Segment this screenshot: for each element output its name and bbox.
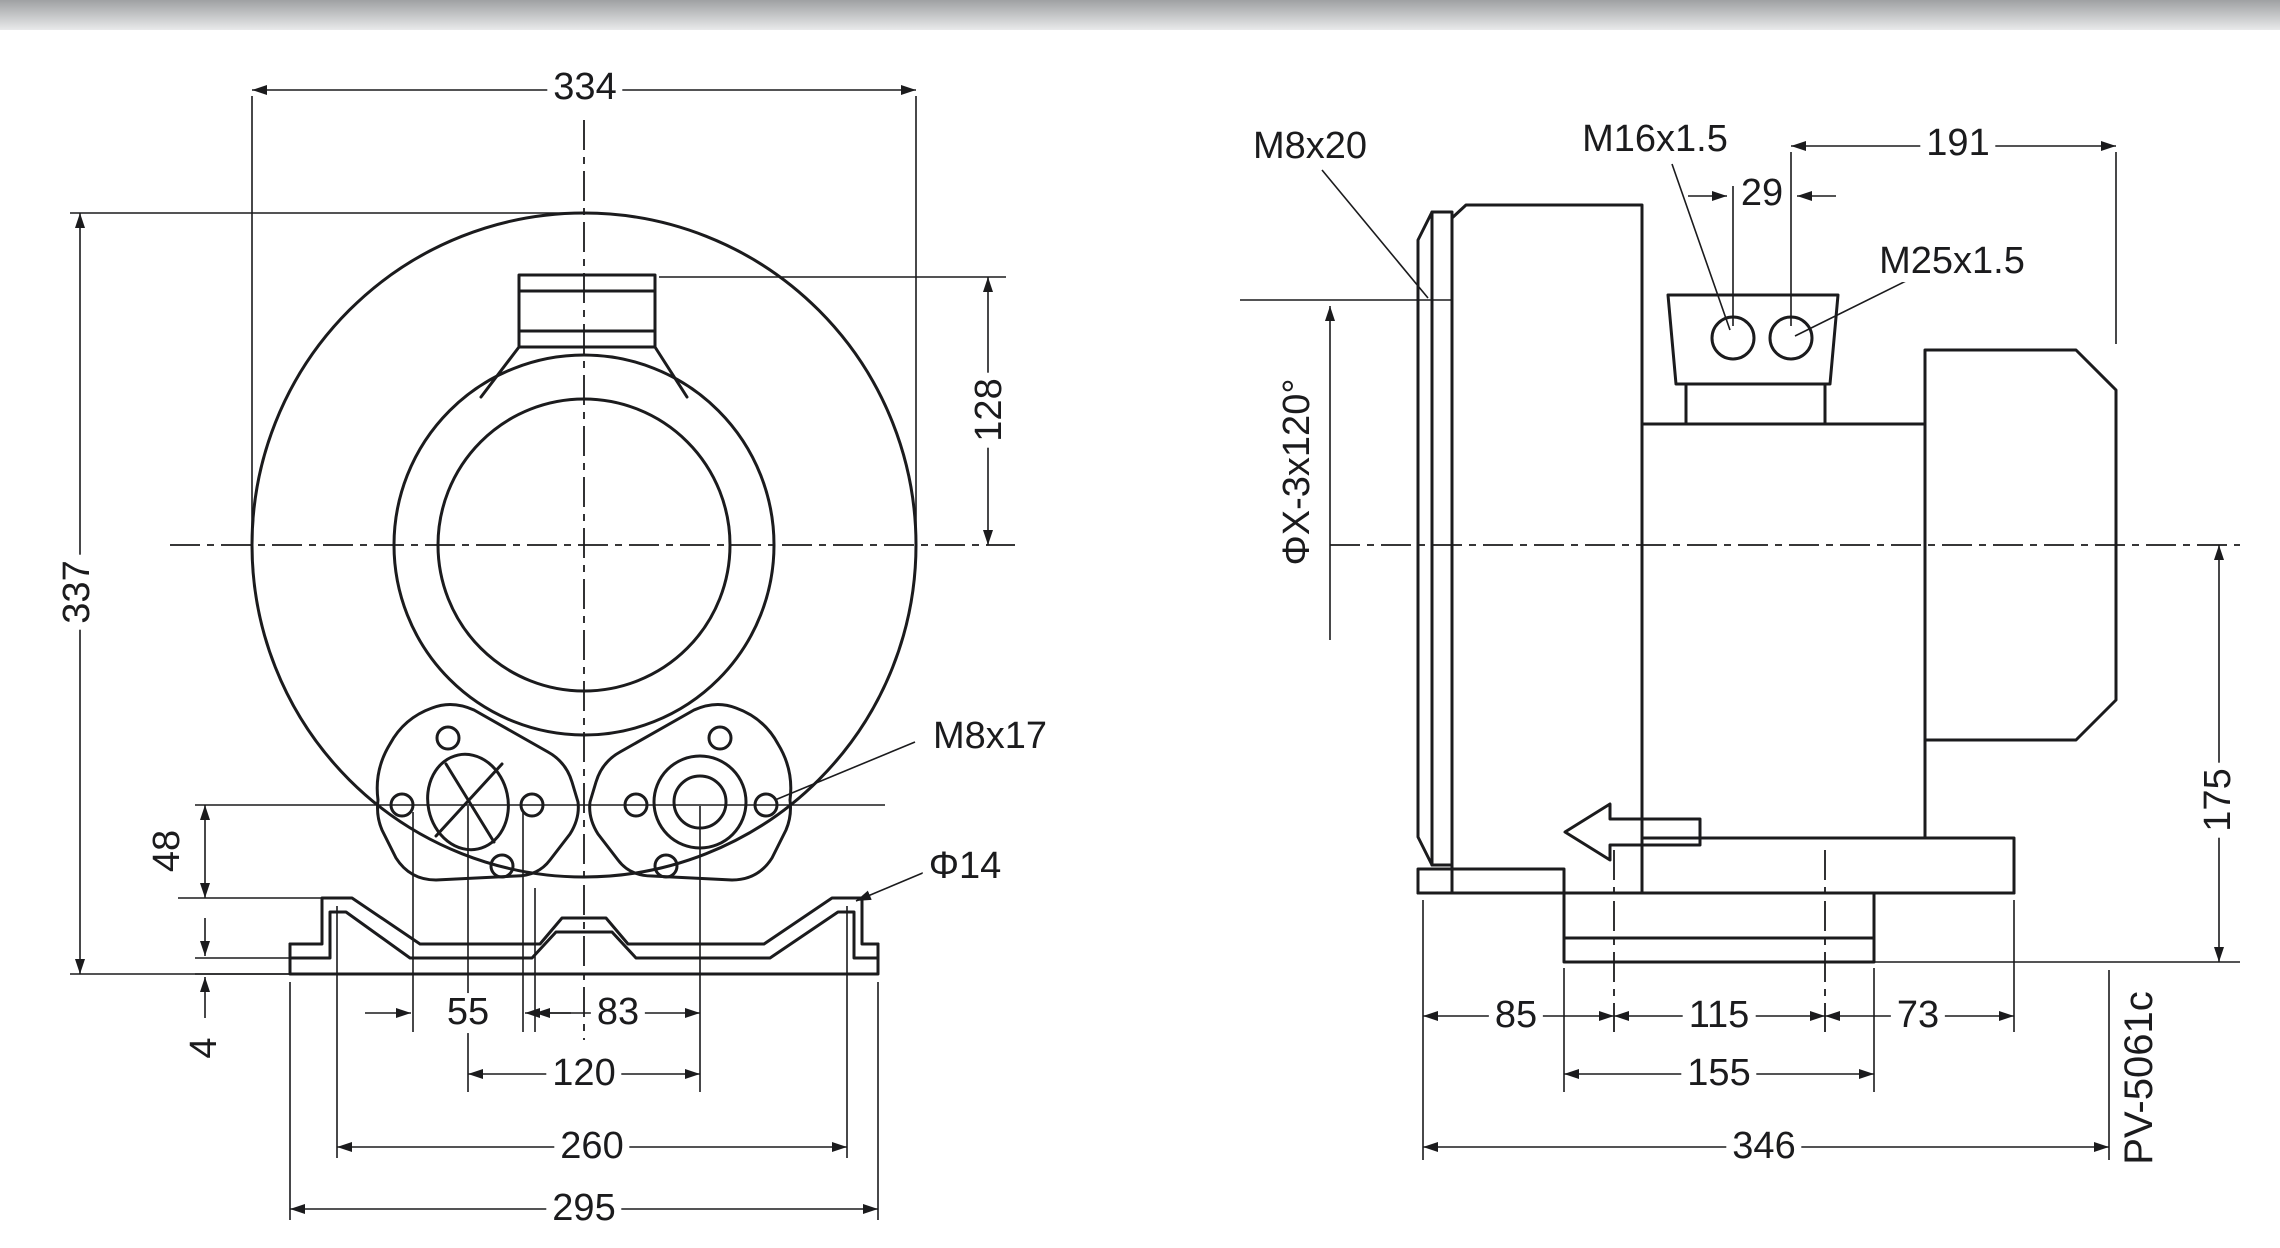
dim-175: 175	[2197, 762, 2239, 838]
dim-155: 155	[1681, 1053, 1757, 1094]
m8x17-leader	[774, 741, 916, 801]
dim-346: 346	[1726, 1126, 1802, 1167]
blower-housing	[1450, 203, 1644, 895]
dim-295-lines	[289, 982, 879, 1220]
dim-83: 83	[590, 992, 646, 1033]
dim-120: 120	[546, 1053, 622, 1094]
dim-85: 85	[1488, 995, 1544, 1036]
dim-260: 260	[554, 1126, 630, 1167]
dim-29-lines	[1688, 152, 1836, 326]
dim-73: 73	[1890, 995, 1946, 1036]
dim-128-lines	[659, 276, 1006, 545]
callout-m8x17: M8x17	[926, 716, 1054, 757]
flow-direction-arrow-icon	[1563, 802, 1702, 862]
fan-cover	[1923, 348, 2118, 742]
dim-115: 115	[1682, 995, 1756, 1036]
dim-port-128: 128	[968, 372, 1010, 448]
callout-m25x1-5: M25x1.5	[1873, 241, 2031, 282]
front-view	[70, 85, 1015, 1220]
dim-lip-4: 4	[183, 1031, 225, 1065]
center-ring-outer	[392, 353, 776, 737]
center-ring-inner	[436, 397, 732, 693]
callout-m16x1-5: M16x1.5	[1576, 119, 1734, 160]
dim-foot-48: 48	[146, 823, 188, 879]
dim-55: 55	[440, 992, 496, 1033]
top-port	[479, 273, 689, 399]
window-top-edge	[0, 0, 2280, 30]
model-code: PV-5061c	[2117, 985, 2161, 1171]
terminal-box	[1666, 293, 1840, 426]
phi14-leader	[855, 871, 926, 902]
m8x20-leader	[1321, 169, 1429, 299]
dim-4-lines	[195, 918, 292, 1018]
base-pad	[1416, 867, 1566, 895]
callout-m8x20: M8x20	[1246, 126, 1374, 167]
dim-29: 29	[1734, 173, 1790, 214]
plugged-port-x-mark	[434, 762, 504, 844]
dim-height-337: 337	[56, 554, 98, 630]
m16-leader	[1671, 163, 1731, 331]
plugged-port	[426, 752, 510, 852]
motor-body	[1640, 422, 2016, 895]
side-base-foot	[1416, 891, 2240, 964]
callout-phi14: Φ14	[922, 846, 1008, 887]
dim-295: 295	[546, 1188, 622, 1229]
cover-plate	[1416, 210, 1454, 867]
m25-leader	[1794, 279, 1909, 337]
dim-48-lines	[178, 805, 322, 899]
dim-width-334: 334	[547, 67, 623, 108]
callout-phix-3x120: ΦX-3x120°	[1276, 372, 1318, 572]
dim-191: 191	[1920, 123, 1996, 164]
flange-stud-circle-lines	[1240, 299, 1452, 640]
